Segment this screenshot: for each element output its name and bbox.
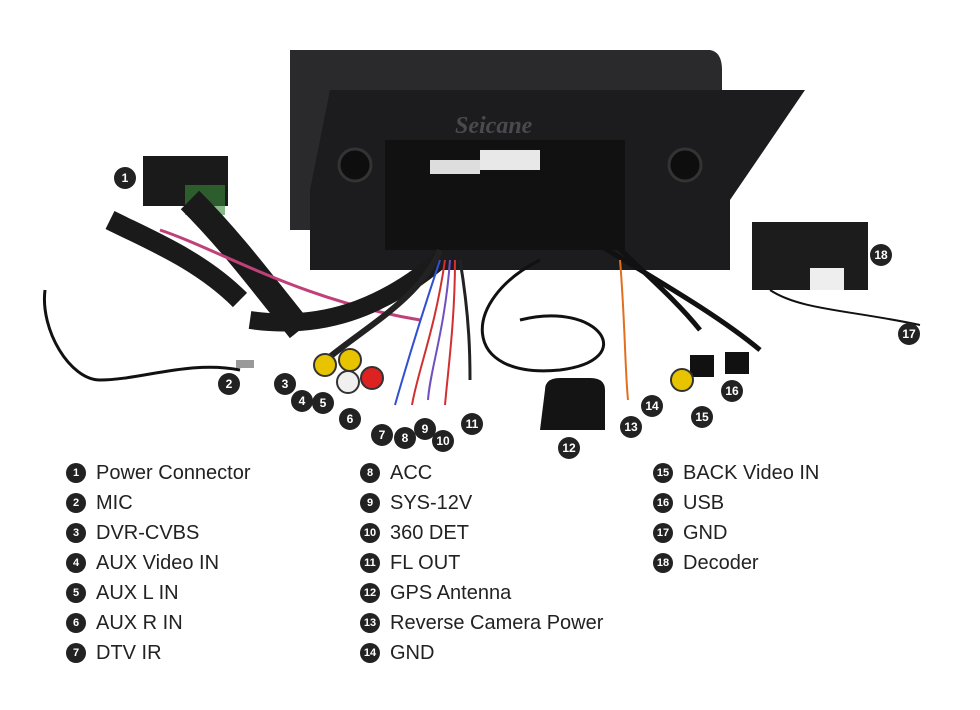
legend-item: 12 GPS Antenna (360, 578, 603, 608)
marker-5: 5 (312, 392, 334, 414)
number-badge: 9 (360, 493, 380, 513)
legend-item: 2 MIC (66, 488, 251, 518)
legend-item: 15 BACK Video IN (653, 458, 819, 488)
legend-label: GPS Antenna (390, 581, 512, 604)
legend-label: MIC (96, 491, 133, 514)
number-badge: 17 (653, 523, 673, 543)
legend-item: 3 DVR-CVBS (66, 518, 251, 548)
marker-4: 4 (291, 390, 313, 412)
number-badge: 11 (360, 553, 380, 573)
marker-6: 6 (339, 408, 361, 430)
legend-label: AUX Video IN (96, 551, 220, 574)
marker-7: 7 (371, 424, 393, 446)
marker-1: 1 (114, 167, 136, 189)
legend-label: SYS-12V (390, 491, 473, 514)
legend-item: 13 Reverse Camera Power (360, 608, 603, 638)
legend-item: 5 AUX L IN (66, 578, 251, 608)
number-badge: 2 (66, 493, 86, 513)
legend-label: Decoder (683, 551, 759, 574)
number-badge: 6 (66, 613, 86, 633)
usb-plug-2 (725, 352, 749, 374)
marker-14: 14 (641, 395, 663, 417)
legend-item: 10 360 DET (360, 518, 603, 548)
number-badge: 14 (360, 643, 380, 663)
legend-item: 4 AUX Video IN (66, 548, 251, 578)
legend-column-2: 8 ACC 9 SYS-12V 10 360 DET 11 FL OUT 12 GPS A… (360, 458, 603, 668)
legend-label: DTV IR (96, 641, 162, 664)
legend-item: 7 DTV IR (66, 638, 251, 668)
rca-yellow (313, 353, 337, 377)
legend-item: 16 USB (653, 488, 819, 518)
marker-15: 15 (691, 406, 713, 428)
legend-item: 8 ACC (360, 458, 603, 488)
marker-16: 16 (721, 380, 743, 402)
marker-17: 17 (898, 323, 920, 345)
legend-item: 14 GND (360, 638, 603, 668)
legend-label: FL OUT (390, 551, 461, 574)
usb-plug-1 (690, 355, 714, 377)
number-badge: 1 (66, 463, 86, 483)
number-badge: 10 (360, 523, 380, 543)
legend-label: Power Connector (96, 461, 251, 484)
rca-back-video (670, 368, 694, 392)
marker-13: 13 (620, 416, 642, 438)
legend-column-1: 1 Power Connector 2 MIC 3 DVR-CVBS 4 AUX Vid… (66, 458, 251, 668)
marker-3: 3 (274, 373, 296, 395)
legend-label: BACK Video IN (683, 461, 820, 484)
legend-item: 17 GND (653, 518, 819, 548)
legend-label: AUX R IN (96, 611, 183, 634)
marker-11: 11 (461, 413, 483, 435)
legend-column-3: 15 BACK Video IN 16 USB 17 GND 18 Decoder (653, 458, 819, 578)
marker-18: 18 (870, 244, 892, 266)
legend-label: GND (683, 521, 728, 544)
legend-item: 11 FL OUT (360, 548, 603, 578)
rca-red (360, 366, 384, 390)
marker-12: 12 (558, 437, 580, 459)
legend-label: AUX L IN (96, 581, 179, 604)
number-badge: 3 (66, 523, 86, 543)
number-badge: 8 (360, 463, 380, 483)
legend-label: DVR-CVBS (96, 521, 200, 544)
legend-label: GND (390, 641, 435, 664)
legend-label: ACC (390, 461, 433, 484)
rca-white (336, 370, 360, 394)
number-badge: 5 (66, 583, 86, 603)
legend-label: 360 DET (390, 521, 469, 544)
gps-antenna (540, 378, 605, 430)
number-badge: 13 (360, 613, 380, 633)
legend-item: 9 SYS-12V (360, 488, 603, 518)
legend-item: 1 Power Connector (66, 458, 251, 488)
rca-yellow-2 (338, 348, 362, 372)
legend-label: Reverse Camera Power (390, 611, 604, 634)
legend-label: USB (683, 491, 725, 514)
number-badge: 12 (360, 583, 380, 603)
product-photo: Seicane (42, 50, 921, 430)
marker-10: 10 (432, 430, 454, 452)
marker-9: 9 (414, 418, 436, 440)
brand-logo: Seicane (455, 113, 533, 139)
number-badge: 16 (653, 493, 673, 513)
number-badge: 7 (66, 643, 86, 663)
marker-8: 8 (394, 427, 416, 449)
marker-2: 2 (218, 373, 240, 395)
number-badge: 4 (66, 553, 86, 573)
number-badge: 18 (653, 553, 673, 573)
legend-item: 18 Decoder (653, 548, 819, 578)
legend-item: 6 AUX R IN (66, 608, 251, 638)
mic-cable (42, 289, 241, 382)
number-badge: 15 (653, 463, 673, 483)
